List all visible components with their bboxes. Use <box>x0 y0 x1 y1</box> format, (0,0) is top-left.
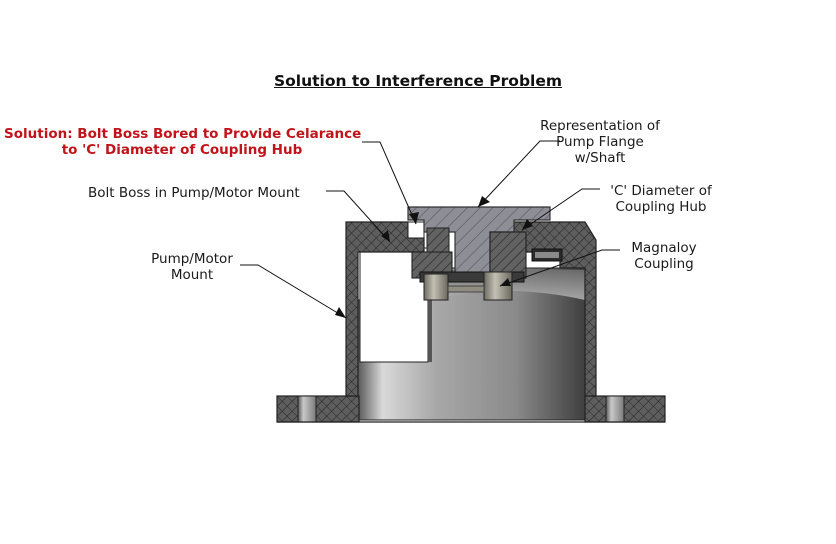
leader-solution <box>362 141 417 225</box>
solution-label-line2: to 'C' Diameter of Coupling Hub <box>61 142 303 158</box>
solution-label-line1: Solution: Bolt Boss Bored to Provide Cel… <box>4 126 362 142</box>
coupling-label-line2: Coupling <box>634 256 694 272</box>
solution-label: Solution: Bolt Boss Bored to Provide Cel… <box>4 126 362 158</box>
magnaloy-coupling-label: Magnaloy Coupling <box>612 240 716 272</box>
leader-lines <box>240 140 620 319</box>
leader-c-diameter <box>521 188 600 231</box>
leader-coupling <box>499 249 620 287</box>
pump-motor-mount-label: Pump/Motor Mount <box>138 251 246 283</box>
flange-label-line3: w/Shaft <box>574 150 626 166</box>
leader-arrowheads <box>335 196 533 318</box>
mount-label-line2: Mount <box>170 267 214 283</box>
mount-label-line1: Pump/Motor <box>151 251 233 267</box>
leader-flange <box>477 140 560 208</box>
flange-label-line1: Representation of <box>540 118 660 134</box>
flange-label-line2: Pump Flange <box>556 134 644 150</box>
leader-bolt-boss <box>326 190 391 243</box>
c-diameter-label: 'C' Diameter of Coupling Hub <box>594 183 728 215</box>
pump-flange-label: Representation of Pump Flange w/Shaft <box>520 118 680 166</box>
c-diameter-label-line2: Coupling Hub <box>615 199 707 215</box>
bolt-boss-label: Bolt Boss in Pump/Motor Mount <box>88 185 300 201</box>
c-diameter-label-line1: 'C' Diameter of <box>610 183 712 199</box>
magnaloy-coupling <box>411 227 527 301</box>
diagram-title: Solution to Interference Problem <box>273 72 563 90</box>
leader-mount <box>240 264 347 319</box>
mount-base-flange <box>276 395 666 423</box>
coupling-label-line1: Magnaloy <box>631 240 697 256</box>
